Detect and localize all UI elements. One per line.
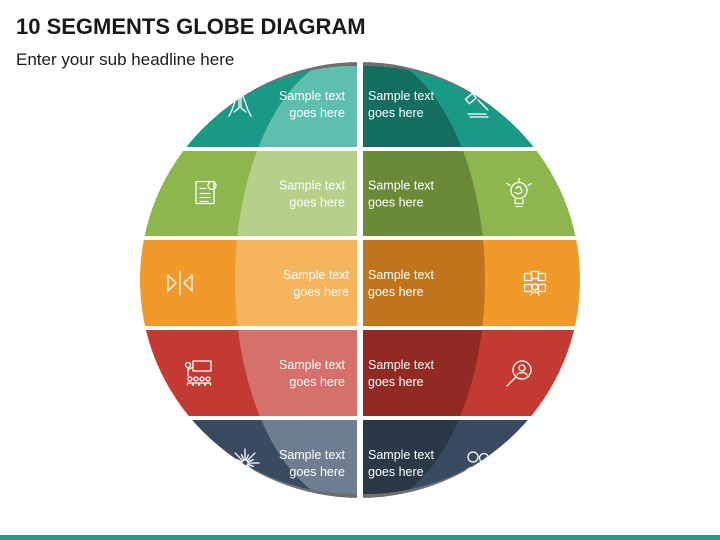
segment-label-line1: Sample text xyxy=(368,89,435,103)
lightbulb-brain-icon xyxy=(506,177,532,208)
segment-label-line1: Sample text xyxy=(279,179,346,193)
segment-label-4-right: Sample text goes here xyxy=(368,448,492,479)
presentation-icon xyxy=(184,360,212,386)
segment-label-2-left: Sample text goes here xyxy=(167,268,350,299)
segment-body-3-right xyxy=(363,330,580,416)
team-network-icon xyxy=(523,270,547,296)
starburst-icon xyxy=(230,448,260,478)
segment-body-0-right xyxy=(363,66,580,147)
segment-label-line2: goes here xyxy=(368,106,424,120)
segment-label-line2: goes here xyxy=(289,196,345,210)
segment-label-line1: Sample text xyxy=(279,358,346,372)
page-subtitle: Enter your sub headline here xyxy=(16,50,235,69)
segment-label-line2: goes here xyxy=(368,375,424,389)
segment-label-1-right: Sample text goes here xyxy=(368,177,532,210)
segment-label-line2: goes here xyxy=(289,465,345,479)
segment-label-line1: Sample text xyxy=(368,268,435,282)
gavel-icon xyxy=(464,92,489,118)
praying-hands-icon xyxy=(228,91,252,117)
segment-inner-band xyxy=(235,240,357,326)
segment-body-3-left xyxy=(140,330,357,416)
segment-label-line2: goes here xyxy=(368,285,424,299)
segment-label-line2: goes here xyxy=(368,196,424,210)
segment-label-line2: goes here xyxy=(368,465,424,479)
segment-body-1-right xyxy=(363,151,580,236)
segment-label-line1: Sample text xyxy=(283,268,350,282)
segment-label-4-left: Sample text goes here xyxy=(230,448,346,479)
couple-icon xyxy=(464,451,492,476)
search-person-icon xyxy=(506,360,532,387)
bottom-accent-bar xyxy=(0,535,720,540)
segment-label-line1: Sample text xyxy=(368,448,435,462)
segment-body-2-left xyxy=(140,240,357,326)
segment-label-line2: goes here xyxy=(293,285,349,299)
segment-body-1-left xyxy=(140,151,357,236)
segment-label-3-right: Sample text goes here xyxy=(368,358,532,389)
page-title: 10 SEGMENTS GLOBE DIAGRAM xyxy=(16,14,366,39)
segment-body-2-right xyxy=(363,240,580,326)
segment-inner-band xyxy=(363,240,485,326)
segment-label-line1: Sample text xyxy=(279,89,346,103)
segment-label-line2: goes here xyxy=(289,106,345,120)
split-arrows-icon xyxy=(167,270,193,296)
segment-label-1-left: Sample text goes here xyxy=(195,179,346,210)
segment-label-2-right: Sample text goes here xyxy=(368,268,547,299)
segment-label-line1: Sample text xyxy=(279,448,346,462)
segment-label-0-left: Sample text goes here xyxy=(228,89,346,120)
segment-label-0-right: Sample text goes here xyxy=(368,89,489,120)
certificate-icon xyxy=(195,180,217,205)
segment-label-line1: Sample text xyxy=(368,179,435,193)
segment-label-line2: goes here xyxy=(289,375,345,389)
segment-label-3-left: Sample text goes here xyxy=(184,358,346,389)
segment-label-line1: Sample text xyxy=(368,358,435,372)
